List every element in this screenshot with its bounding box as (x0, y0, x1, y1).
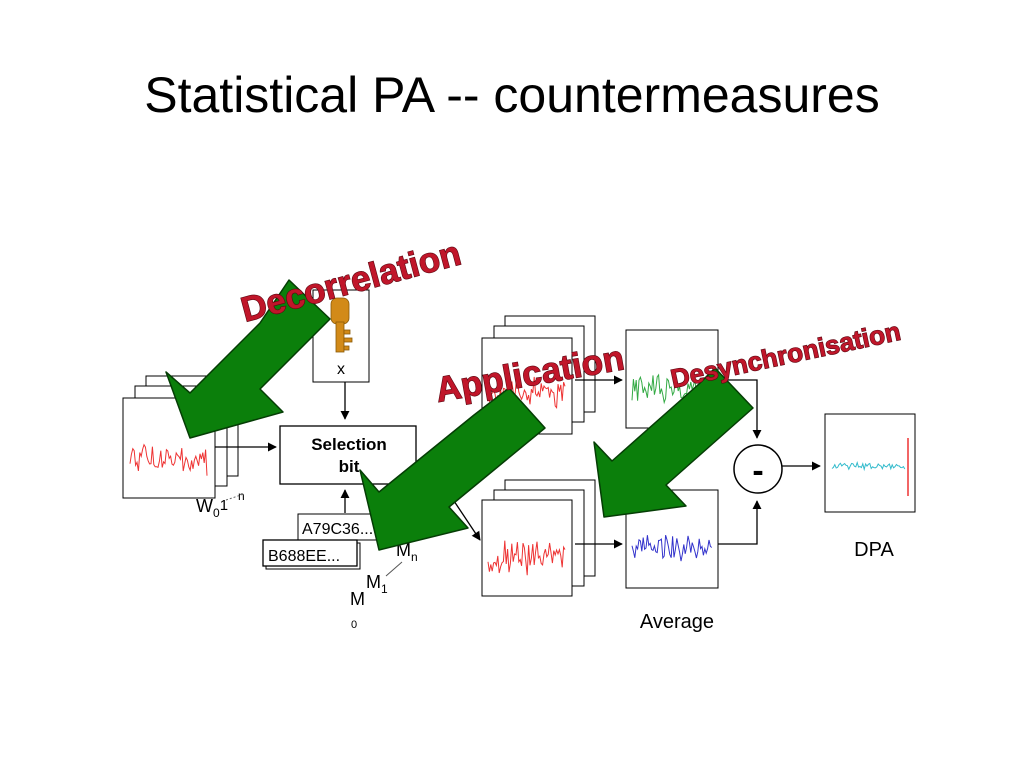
desynchronisation-arrow (593, 367, 754, 518)
dpa-output (824, 413, 916, 513)
slide-title: Statistical PA -- countermeasures (144, 67, 880, 123)
partition-stack-bottom (481, 479, 596, 597)
key-icon (330, 297, 353, 353)
svg-text:A79C36...: A79C36... (302, 521, 373, 538)
m-0-label: M (350, 589, 365, 609)
key-box: x (312, 289, 370, 383)
m-1-label: M1 (366, 572, 388, 596)
w-label: W01n (196, 489, 245, 520)
m-0-sub: 0 (351, 619, 357, 631)
trace-top-stack (487, 376, 566, 410)
svg-text:B688EE...: B688EE... (268, 548, 340, 565)
trace-left (129, 443, 208, 476)
dpa-label: DPA (854, 539, 894, 561)
trace-dpa (831, 460, 906, 472)
svg-text:Selection: Selection (311, 435, 387, 454)
svg-text:-: - (752, 452, 763, 490)
x-label: x (337, 361, 345, 378)
decorrelation-arrow (165, 279, 331, 439)
trace-average-bottom (631, 534, 713, 562)
trace-bottom-stack (487, 540, 566, 576)
application-arrow (359, 387, 546, 551)
svg-text:bit: bit (339, 457, 360, 476)
subtractor-node: - (733, 444, 783, 494)
selection-bit-box: Selection bit (279, 425, 417, 485)
average-label: Average (640, 611, 714, 633)
data-inputs: A79C36... B688EE... (262, 513, 391, 570)
